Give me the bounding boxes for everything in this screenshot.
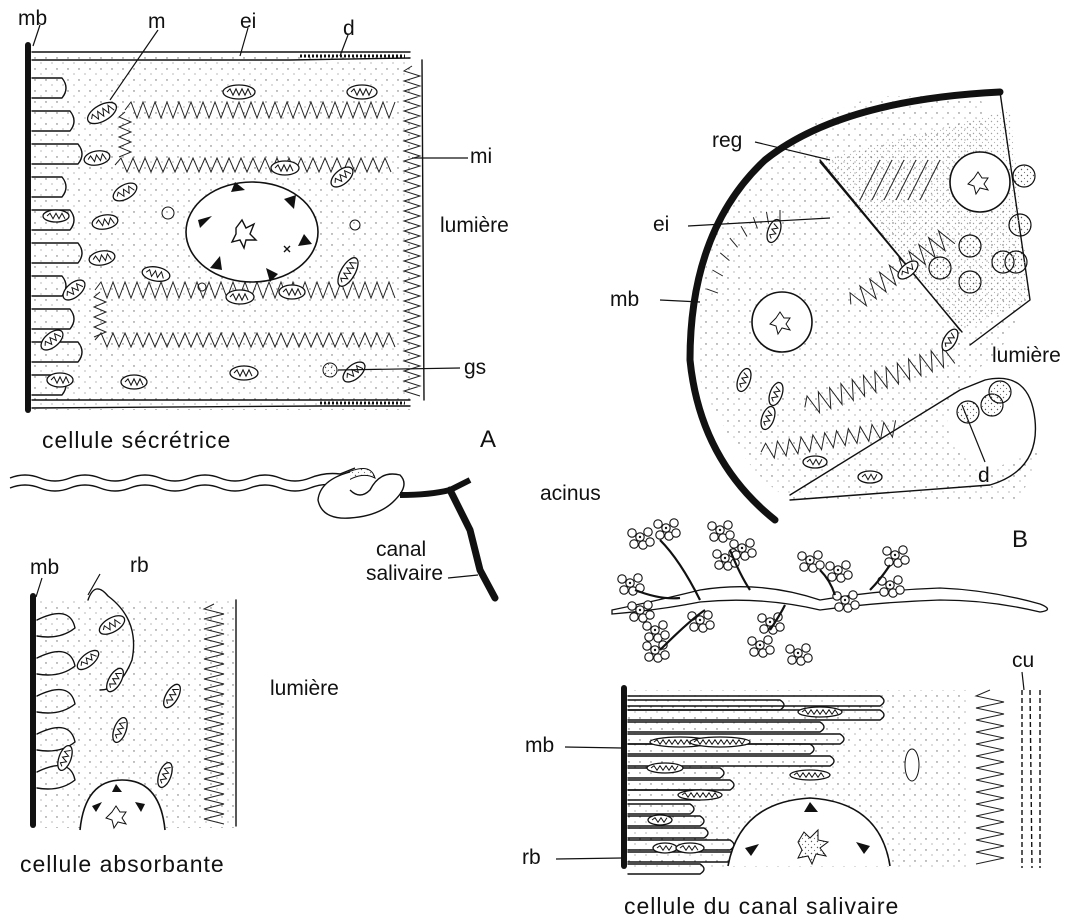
acinus-cluster [628, 528, 654, 549]
acinus-cluster [748, 636, 774, 657]
label-salivaire: salivaire [366, 562, 443, 585]
label-rb-canal: rb [522, 846, 541, 869]
label-d-b: d [978, 464, 990, 487]
label-lumiere-b: lumière [992, 344, 1061, 367]
zymogen-grain [959, 271, 981, 293]
canal-salivaire-upper [400, 480, 470, 495]
caption-cellule-absorbante: cellule absorbante [20, 851, 225, 877]
apical-edge-a [422, 60, 424, 400]
microvilli-edge-canal [976, 690, 1004, 864]
mitochondrion [271, 161, 299, 175]
mitochondrion [279, 285, 305, 299]
mitochondrion [647, 763, 683, 773]
label-d: d [343, 17, 355, 40]
salivary-gland-tube-upper [10, 468, 355, 481]
acinus-cluster [826, 561, 852, 582]
mitochondrion [798, 707, 842, 717]
label-mb: mb [18, 7, 47, 30]
mitochondrion [230, 366, 258, 380]
mitochondrion [653, 843, 677, 853]
mitochondrion [223, 85, 255, 99]
zymogen-grain [1005, 251, 1027, 273]
panel-letter-a: A [480, 426, 496, 453]
canal-salivaire-duct [450, 490, 495, 598]
salivary-duct-cell: cu mb rb cellule du canal salivaire [522, 649, 1040, 919]
label-lumiere-absorbante: lumière [270, 677, 339, 700]
panel-a-secretory-cell: mb m ei d mi lumière gs cellule sécrétri… [18, 7, 509, 453]
mitochondrion [47, 373, 73, 387]
label-rb-absorbante: rb [130, 554, 149, 577]
label-mb-canal: mb [525, 734, 554, 757]
leader-canal [448, 575, 478, 578]
acinus-cluster [798, 551, 824, 572]
mitochondrion [347, 85, 377, 99]
label-gs: gs [464, 356, 486, 379]
reservoir [318, 472, 404, 518]
leader-mb-canal [565, 747, 622, 748]
acinus-cluster [786, 644, 812, 665]
microvilli-canal [976, 690, 1004, 864]
acinus-main-duct [612, 587, 1048, 614]
mitochondrion [678, 790, 722, 800]
nucleus [186, 182, 318, 282]
mitochondrion [690, 737, 750, 747]
mitochondrion [858, 471, 882, 483]
label-acinus: acinus [540, 482, 601, 505]
panel-b-acinus-section: reg ei mb lumière d B [610, 92, 1061, 553]
mitochondrion [648, 815, 672, 825]
zymogen-grain [989, 381, 1011, 403]
acinus-cluster [643, 621, 669, 642]
mitochondrion [676, 843, 704, 853]
leader-mb-abs [36, 578, 42, 597]
label-mb-b: mb [610, 288, 639, 311]
acinus-cluster [883, 546, 909, 567]
mitochondrion [43, 210, 69, 222]
leader-rb-abs [88, 574, 100, 595]
panel-letter-b: B [1012, 526, 1028, 553]
label-ei: ei [240, 10, 256, 33]
label-m: m [148, 10, 166, 33]
leader-cu [1022, 672, 1024, 690]
label-canal: canal [376, 538, 426, 561]
mitochondrion [790, 770, 830, 780]
label-ei-b: ei [653, 213, 669, 236]
zymogen-grain [1013, 165, 1035, 187]
label-reg: reg [712, 129, 742, 152]
caption-cellule-secretrice: cellule sécrétrice [42, 427, 231, 453]
mitochondrion [121, 375, 147, 389]
acinus-branch [660, 610, 705, 650]
acinus-cluster [654, 519, 680, 540]
zymogen-grain [959, 235, 981, 257]
absorbing-cell: mb rb lumière cellule absorbante [20, 554, 339, 877]
acinus-cluster [708, 521, 734, 542]
leader-rb-canal [556, 858, 622, 859]
zymogen-grain [1009, 214, 1031, 236]
cuticle [1022, 690, 1040, 868]
label-mb-absorbante: mb [30, 556, 59, 579]
mitochondrion-free [905, 749, 919, 781]
label-cu: cu [1012, 649, 1034, 672]
mitochondrion [803, 456, 827, 468]
salivary-gland-tube-lower [10, 484, 340, 491]
caption-cellule-canal: cellule du canal salivaire [624, 893, 899, 919]
zymogen-grain [929, 257, 951, 279]
label-lumiere: lumière [440, 214, 509, 237]
label-mi: mi [470, 145, 492, 168]
acinus-cluster [878, 576, 904, 597]
acinus-cluster [758, 613, 784, 634]
mitochondrion [226, 290, 254, 304]
